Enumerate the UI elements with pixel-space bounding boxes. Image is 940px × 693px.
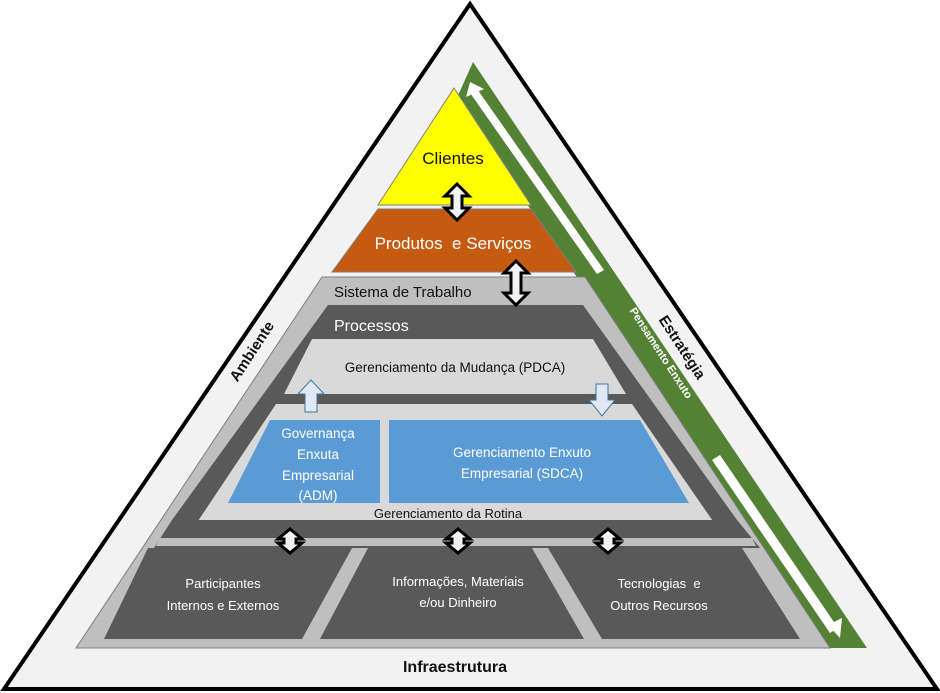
infraestrutura-label: Infraestrutura	[403, 659, 507, 676]
clientes-label: Clientes	[422, 149, 483, 168]
gerenciamento-mudanca-layer	[284, 339, 626, 394]
resource-tecnologias-label-line: Outros Recursos	[610, 598, 708, 613]
up-arrow-icon	[466, 82, 604, 274]
gerenciamento-enxuto-label-line: Gerenciamento Enxuto	[453, 445, 591, 460]
double-arrow-icon	[441, 181, 473, 223]
double-arrow-icon	[441, 527, 475, 555]
governanca-label-line: Governança	[281, 426, 355, 441]
governanca-label-line: Empresarial	[282, 468, 354, 483]
produtos-servicos-label: Produtos e Serviços	[375, 234, 532, 253]
gerenciamento-mudanca-label: Gerenciamento da Mudança (PDCA)	[345, 360, 566, 375]
processos-label: Processos	[334, 318, 409, 335]
resource-informacoes-label-line: Informações, Materiais	[392, 574, 524, 589]
sistema-de-trabalho-label: Sistema de Trabalho	[334, 284, 472, 301]
resource-tecnologias-label-line: Tecnologias e	[617, 576, 700, 591]
gerenciamento-enxuto-box	[389, 420, 689, 503]
resource-informacoes-label-line: e/ou Dinheiro	[419, 595, 496, 610]
resource-informacoes	[320, 548, 584, 639]
resource-participantes-label-line: Internos e Externos	[167, 598, 280, 613]
down-block-arrow-icon	[587, 383, 617, 417]
governanca-label-line: (ADM)	[299, 488, 338, 503]
double-arrow-icon	[273, 527, 307, 555]
gerenciamento-enxuto-label-line: Empresarial (SDCA)	[461, 466, 583, 481]
double-arrow-icon	[500, 258, 532, 308]
down-arrow-icon	[712, 455, 842, 638]
governanca-label-line: Enxuta	[297, 447, 340, 462]
produtos-servicos-layer	[331, 208, 577, 273]
resource-participantes-label-line: Participantes	[185, 576, 261, 591]
resource-tecnologias	[548, 548, 800, 639]
double-arrow-icon	[591, 527, 625, 555]
gerenciamento-rotina-label: Gerenciamento da Rotina	[374, 506, 523, 521]
governanca-box	[228, 420, 380, 503]
up-block-arrow-icon	[296, 379, 326, 413]
resource-participantes	[104, 548, 352, 639]
